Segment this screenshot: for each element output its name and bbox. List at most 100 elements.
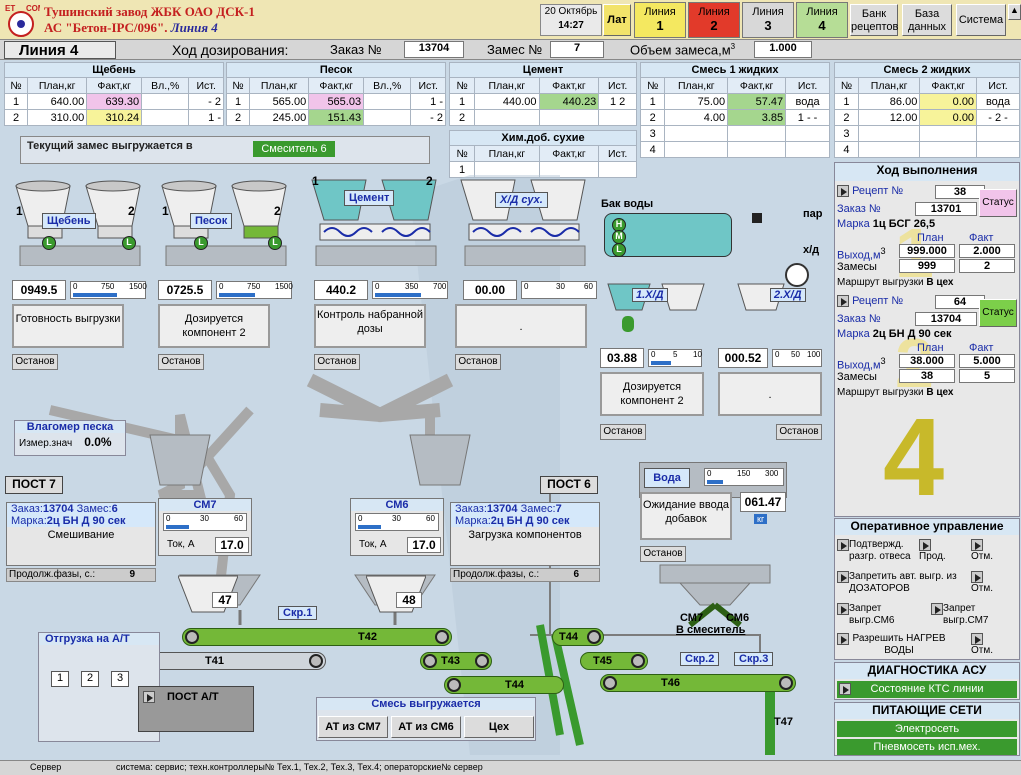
xd1-status: Дозируется компонент 2 <box>600 372 704 416</box>
chem-status: . <box>455 304 587 348</box>
line-label: Линия 4 <box>4 41 116 59</box>
dosing-label: Ход дозирования: <box>172 42 289 58</box>
t44-conveyor[interactable]: Т44 <box>444 676 564 694</box>
play-icon <box>837 603 849 615</box>
sand-stop-button[interactable]: Останов <box>158 354 204 370</box>
status2-button[interactable]: Статус <box>979 299 1017 327</box>
to-cm7-label: СМ7 <box>680 612 704 624</box>
play-icon <box>837 633 849 645</box>
bin-1[interactable]: 1 <box>51 671 69 687</box>
t42-conveyor[interactable]: Т42 <box>182 628 452 646</box>
t46-conveyor[interactable]: Т46 <box>600 674 796 692</box>
forbid-cm7-button[interactable]: Запрет выгр.СМ7 <box>943 603 989 626</box>
level-l-icon: L <box>612 243 626 257</box>
mixer7-info: Заказ:13704 Замес:6 Марка:2ц БН Д 90 сек… <box>6 502 156 566</box>
kg-unit: кг <box>754 514 768 524</box>
shipment-panel: Отгрузка на А/Т 1 2 3 <box>38 632 160 742</box>
post7-label: ПОСТ 7 <box>5 476 63 494</box>
title-bar: ЕТСОМ Тушинский завод ЖБК ОАО ДСК-1 АС "… <box>0 0 1021 40</box>
recipe-bank-button[interactable]: Банк рецептов <box>850 4 898 36</box>
at-from-cm7-button[interactable]: АТ из СМ7 <box>318 716 388 738</box>
chem-silos: Х/Д сух. <box>455 170 591 267</box>
valve-icon[interactable] <box>752 213 762 223</box>
cement-status: Контроль набранной дозы <box>314 304 426 348</box>
oper-panel: Оперативное управление Подтвержд. разгр.… <box>834 518 1020 660</box>
play-icon <box>837 571 849 583</box>
forbid-cm6-button[interactable]: Запрет выгр.СМ6 <box>849 603 895 626</box>
forbid-auto-button[interactable]: Запретить авт. выгр. из ДОЗАТОРОВ <box>849 571 957 594</box>
order-value: 13704 <box>404 41 464 58</box>
xd2-stop-button[interactable]: Останов <box>776 424 822 440</box>
t43-conveyor[interactable]: Т43 <box>420 652 492 670</box>
cancel-button[interactable]: Отм. <box>971 551 994 562</box>
play-icon <box>143 691 155 703</box>
system-button[interactable]: Система <box>956 4 1006 36</box>
mixer6-count: 48 <box>396 592 422 608</box>
play-icon <box>837 185 849 198</box>
mixer6-phase: Продолж.фазы, с.:6 <box>450 568 600 582</box>
level-m-icon: M <box>612 230 626 244</box>
sand-label: Песок <box>190 213 233 229</box>
confirm-button[interactable]: Подтвержд. разгр. отвеса <box>849 539 911 562</box>
current-batch: Текущий замес выгружается в Смеситель 6 <box>20 136 430 164</box>
prod-button[interactable]: Прод. <box>919 551 946 562</box>
current-target: Смеситель 6 <box>253 141 335 157</box>
heat-button[interactable]: Разрешить НАГРЕВ ВОДЫ <box>852 633 946 656</box>
xd1-stop-button[interactable]: Останов <box>600 424 646 440</box>
chem-stop-button[interactable]: Останов <box>455 354 501 370</box>
line-subtitle: Линия 4 <box>170 20 218 35</box>
t45-conveyor[interactable]: Т45 <box>580 652 648 670</box>
workshop-button[interactable]: Цех <box>464 716 534 738</box>
to-mixer-label: В смеситель <box>676 624 746 636</box>
diag-panel: ДИАГНОСТИКА АСУ Состояние КТС линии <box>834 662 1020 700</box>
cancel-button[interactable]: Отм. <box>971 645 994 656</box>
t41-conveyor[interactable]: Т41 <box>136 652 326 670</box>
lang-button[interactable]: Лат <box>603 4 631 36</box>
skr3-label: Скр.3 <box>734 652 774 666</box>
moisture-value: 0.0% <box>84 435 112 449</box>
cement-label: Цемент <box>344 190 395 206</box>
cold-water-label: х/д <box>803 244 820 256</box>
mixer6-state: Загрузка компонентов <box>468 529 582 541</box>
svg-text:ЕТ: ЕТ <box>5 4 15 13</box>
database-button[interactable]: База данных <box>902 4 952 36</box>
bin-2[interactable]: 2 <box>81 671 99 687</box>
at-from-cm6-button[interactable]: АТ из СМ6 <box>391 716 461 738</box>
xd2-status: . <box>718 372 822 416</box>
level-l-icon: L <box>42 236 56 250</box>
mixer7-phase: Продолж.фазы, с.:9 <box>6 568 156 582</box>
batch-label: Замес № <box>487 42 543 57</box>
t44b-conveyor[interactable]: Т44 <box>552 628 604 646</box>
chem-label: Х/Д сух. <box>495 192 548 208</box>
bin-3[interactable]: 3 <box>111 671 129 687</box>
status1-button[interactable]: Статус <box>979 189 1017 217</box>
play-icon <box>839 683 851 695</box>
cancel-button[interactable]: Отм. <box>971 583 994 594</box>
steam-label: пар <box>803 208 823 220</box>
kts-button[interactable]: Состояние КТС линии <box>837 681 1017 698</box>
post-at[interactable]: ПОСТ А/Т <box>138 686 254 732</box>
date: 20 Октябрь <box>544 6 598 17</box>
play-icon <box>837 295 849 308</box>
electro-status: Электросеть <box>837 721 1017 737</box>
order-label: Заказ № <box>330 42 382 57</box>
power-panel: ПИТАЮЩИЕ СЕТИ Электросеть Пневмосеть исп… <box>834 702 1020 756</box>
play-icon <box>971 571 983 583</box>
company-title: Тушинский завод ЖБК ОАО ДСК-1 <box>44 4 255 19</box>
scroll-up-icon[interactable]: ▲ <box>1008 4 1021 20</box>
cement-stop-button[interactable]: Останов <box>314 354 360 370</box>
gravel-stop-button[interactable]: Останов <box>12 354 58 370</box>
pneumo-status: Пневмосеть исп.мех. <box>837 739 1017 755</box>
sand-status: Дозируется компонент 2 <box>158 304 270 348</box>
water-stop-button[interactable]: Останов <box>640 546 686 562</box>
